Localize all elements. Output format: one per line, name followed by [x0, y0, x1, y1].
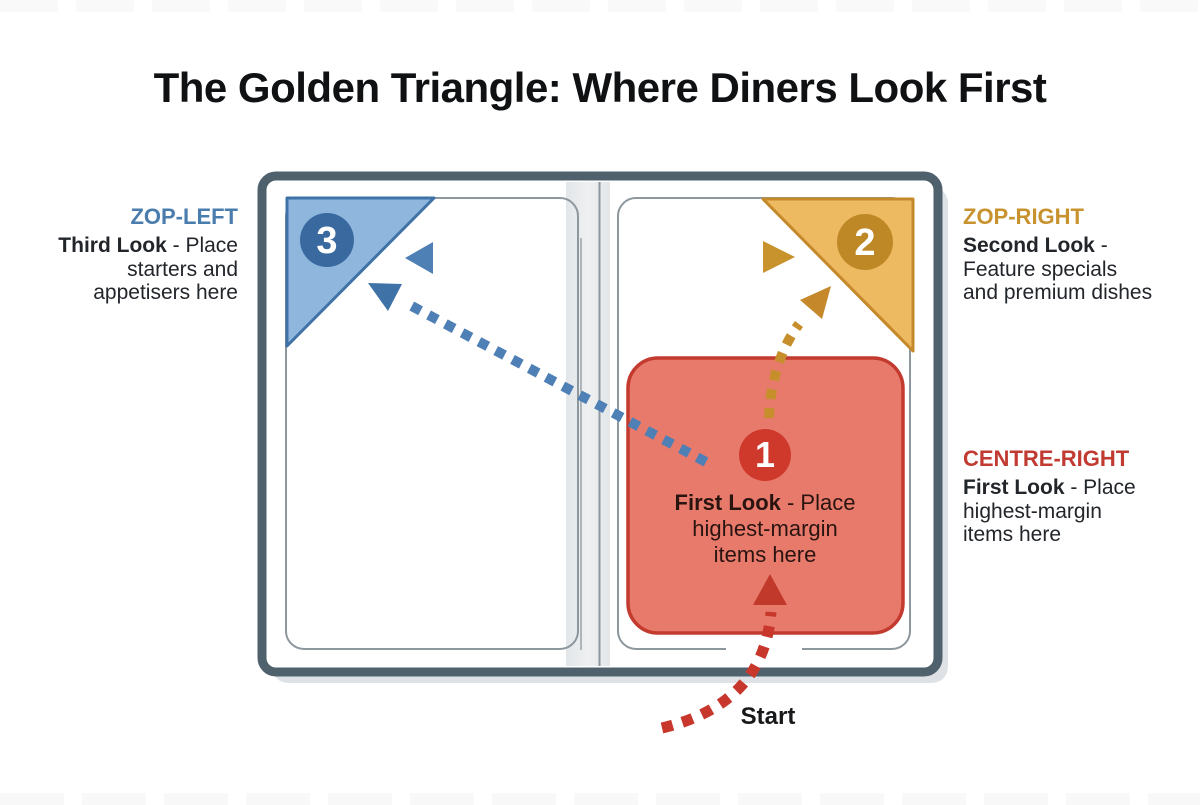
arrowhead-upright-icon: [800, 286, 831, 319]
annotation-centre-right-rest: - Place: [1064, 476, 1136, 499]
start-arrow: [660, 574, 787, 734]
annotation-top-left: ZOP-LEFT Third Look - Place starters and…: [38, 204, 238, 305]
annotation-centre-right-line1: First Look - Place: [963, 476, 1198, 500]
annotation-top-left-line1: Third Look - Place: [38, 234, 238, 258]
horizontal-gaze-arrow: [405, 241, 795, 274]
zone1-number: 1: [755, 434, 775, 475]
top-decorative-stripe: [0, 0, 1200, 12]
zone3-number: 3: [316, 220, 337, 262]
zone2-top-right-triangle: 2: [761, 197, 915, 353]
annotation-top-right-rest: -: [1094, 234, 1108, 257]
zone1-caption-line3: items here: [713, 542, 817, 567]
blue-diagonal-arrow: [368, 283, 709, 467]
annotation-top-right-heading: ZOP-RIGHT: [963, 204, 1084, 229]
annotation-top-left-line2: starters and: [127, 257, 238, 281]
zone1-caption-bold: First Look: [674, 490, 781, 515]
zone1-centre-right-box: 1: [626, 356, 905, 635]
arrowhead-right-icon: [763, 241, 795, 273]
annotation-top-right-line3: and premium dishes: [963, 281, 1153, 304]
zone1-caption-rest: - Place: [780, 490, 856, 515]
zone1-caption-line2: highest-margin: [692, 516, 838, 541]
zone1-badge: [739, 429, 791, 481]
gold-dotted-line: [764, 321, 804, 419]
annotation-top-left-rest: - Place: [166, 234, 238, 257]
zone3-badge: [300, 213, 354, 267]
annotation-centre-right: CENTRE-RIGHT First Look - Place highest-…: [963, 446, 1198, 547]
page-title: The Golden Triangle: Where Diners Look F…: [153, 64, 1047, 111]
zone3-top-left-triangle: 3: [285, 196, 436, 348]
arrowhead-left-icon: [405, 242, 433, 274]
annotation-centre-right-line2: highest-margin: [963, 499, 1102, 523]
annotation-top-right-line2: Feature specials: [963, 257, 1118, 281]
annotation-top-left-heading: ZOP-LEFT: [130, 204, 238, 229]
annotation-top-right: ZOP-RIGHT Second Look - Feature specials…: [963, 204, 1198, 305]
annotation-centre-right-bold: First Look: [963, 476, 1065, 499]
annotation-top-left-bold: Third Look: [58, 234, 167, 257]
start-label: Start: [740, 703, 796, 730]
zone1-caption: First Look - Place highest-margin items …: [640, 490, 890, 568]
start-dotted-curve: [660, 611, 777, 734]
bottom-decorative-stripe: [0, 793, 1200, 805]
annotation-top-right-line1: Second Look -: [963, 234, 1198, 258]
zone2-number: 2: [854, 222, 875, 264]
annotation-top-left-line3: appetisers here: [93, 281, 238, 304]
arrowhead-upleft-icon: [368, 283, 402, 311]
annotation-centre-right-heading: CENTRE-RIGHT: [963, 446, 1130, 471]
arrowhead-up-icon: [753, 574, 787, 605]
gold-diagonal-arrow: [764, 286, 831, 419]
annotation-top-right-bold: Second Look: [963, 234, 1095, 257]
zone2-badge: [837, 214, 893, 270]
annotation-centre-right-line3: items here: [963, 523, 1062, 546]
